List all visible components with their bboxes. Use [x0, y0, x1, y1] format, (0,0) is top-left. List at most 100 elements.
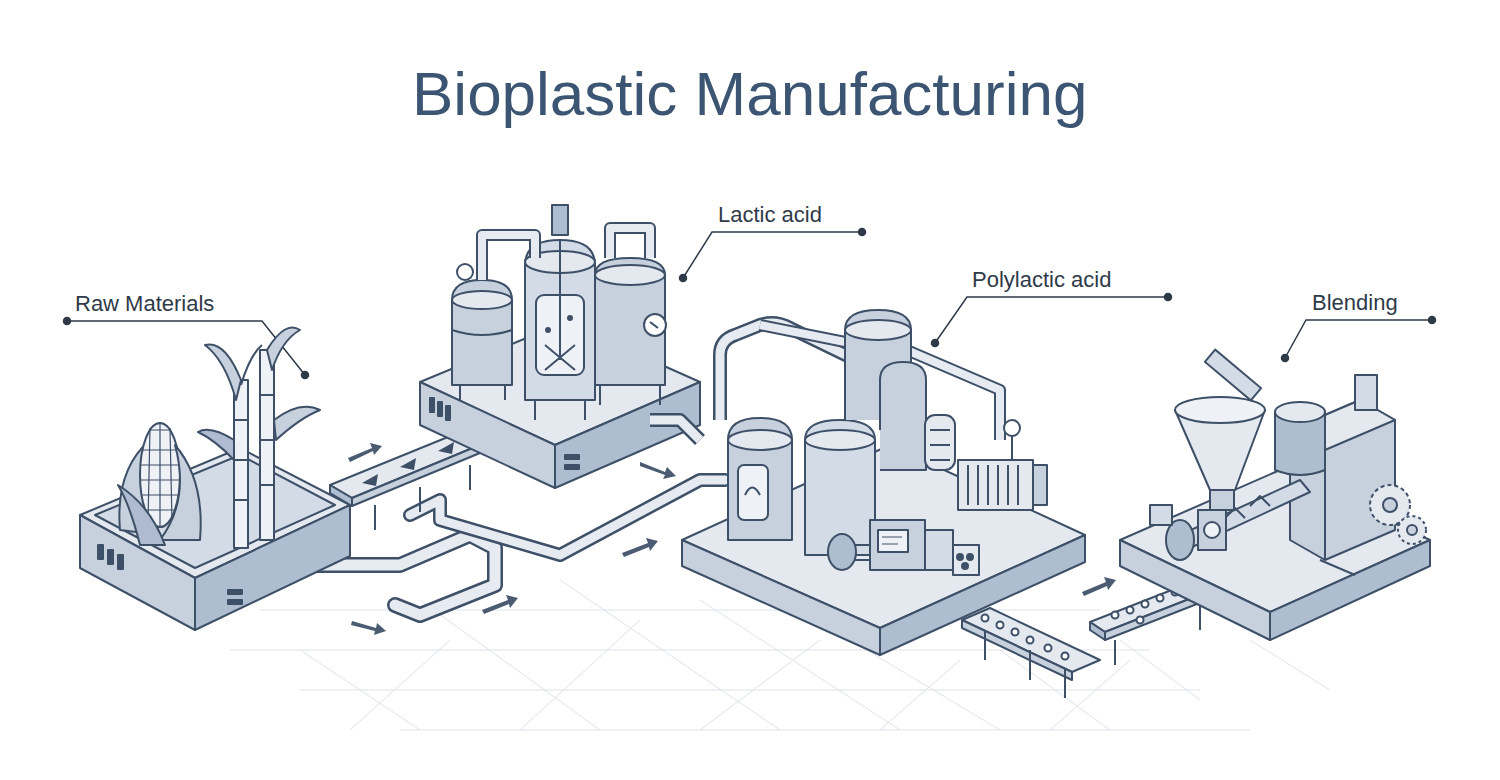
corn-icon: [118, 485, 165, 545]
fermentation-platform: [438, 402, 442, 416]
pellet-conveyor: [1157, 595, 1164, 602]
fermentation-tank: [460, 385, 505, 400]
sugarcane-icon: [260, 350, 274, 540]
reactor-vessel: [878, 530, 908, 552]
fermentation-tank: [644, 314, 666, 336]
extruder-machine: [1320, 560, 1355, 575]
pellet-conveyor: [1090, 622, 1105, 640]
extruder-machine: [1383, 498, 1397, 512]
extruder-machine: [1210, 490, 1234, 510]
leader-line: [1165, 294, 1172, 301]
extruder-machine: [1150, 505, 1172, 525]
reactor-vessel: [882, 537, 902, 544]
raw-material-bed: [228, 600, 242, 604]
flow-arrow: [348, 443, 1116, 635]
extruder-machine: [1275, 402, 1325, 422]
sugarcane-icon: [198, 328, 320, 549]
floor-grid: [230, 610, 1250, 730]
flow-arrow: [1082, 577, 1116, 596]
extruder-machine: [1205, 350, 1261, 401]
blending-platform: [1120, 470, 1430, 640]
leader-line: [1282, 355, 1289, 362]
flow-arrow: [482, 595, 518, 614]
reactor-vessel: [845, 320, 911, 340]
reactor-vessel: [962, 563, 968, 569]
blending-platform: [1120, 540, 1270, 640]
reactor-vessel: [958, 460, 1033, 510]
conveyor-belt: [400, 458, 416, 470]
fermentation-tank: [452, 280, 512, 385]
reactor-vessel: [805, 430, 875, 450]
pellet-conveyor: [1112, 612, 1119, 619]
reactor-vessel: [1033, 465, 1047, 505]
pellet-conveyor: [997, 622, 1004, 629]
reactor-vessel: [728, 418, 792, 540]
flow-arrow: [351, 621, 386, 635]
pellet-conveyor: [985, 630, 1065, 698]
conveyor-belt: [362, 474, 378, 486]
leader-line: [935, 297, 1168, 343]
raw-material-bed: [98, 545, 103, 559]
extruder-machine: [1150, 350, 1426, 575]
sugarcane-icon: [274, 407, 320, 440]
fermentation-tank: [525, 240, 595, 400]
fermentation-tank: [546, 328, 550, 332]
pellet-conveyor: [982, 615, 989, 622]
pellet-conveyor: [1062, 653, 1069, 660]
fermentation-platform: [565, 465, 579, 469]
floor-pipe: [410, 480, 725, 555]
corn-icon: [118, 423, 201, 545]
fermentation-tank: [650, 322, 658, 328]
fermentation-tank: [452, 205, 666, 420]
fermentation-tank: [600, 385, 660, 405]
flow-arrow: [348, 443, 382, 462]
reactor-vessel: [957, 554, 963, 560]
station-label: Polylactic acid: [972, 267, 1111, 293]
pellet-conveyor: [1137, 617, 1144, 624]
sugarcane-icon: [267, 328, 300, 371]
reactor-vessel: [925, 530, 953, 570]
leader-line: [683, 232, 862, 278]
sugarcane-icon: [241, 345, 262, 385]
conveyor-belt: [330, 485, 352, 506]
fermentation-platform: [446, 406, 450, 420]
process-pipe: [650, 420, 700, 440]
extruder-machine: [1204, 522, 1220, 538]
fermentation-tank: [595, 258, 665, 385]
flow-arrow: [640, 462, 676, 479]
sugarcane-icon: [234, 395, 274, 500]
reactor-vessel: [728, 310, 1047, 575]
fermentation-tank: [595, 265, 665, 285]
fermentation-tank: [552, 205, 568, 235]
station-label: Lactic acid: [718, 202, 822, 228]
floor-pipe: [410, 480, 725, 555]
fermentation-tank: [568, 316, 572, 320]
reactor-vessel: [1004, 420, 1020, 436]
raw-material-bed: [228, 590, 242, 594]
pellet-conveyor: [1142, 601, 1149, 608]
reactor-vessel: [728, 430, 792, 450]
pellet-conveyor: [1127, 607, 1134, 614]
leader-line: [1429, 317, 1436, 324]
flow-arrow: [622, 538, 658, 557]
diagram-title: Bioplastic Manufacturing: [412, 58, 1087, 129]
extruder-machine: [1407, 525, 1417, 535]
reactor-vessel: [967, 554, 973, 560]
reactor-vessel: [925, 415, 955, 470]
conveyor-belt: [438, 442, 454, 454]
extruder-machine: [1398, 516, 1426, 544]
station-label: Blending: [1312, 290, 1398, 316]
leader-line: [1285, 320, 1432, 358]
sugarcane-icon: [205, 344, 241, 400]
blending-platform: [1270, 540, 1430, 640]
extruder-machine: [1355, 375, 1377, 410]
extruder-machine: [1198, 510, 1226, 550]
fermentation-platform: [565, 455, 579, 459]
reactor-vessel: [1011, 435, 1013, 460]
pellet-conveyor: [1045, 645, 1052, 652]
fermentation-tank: [545, 240, 575, 370]
process-pipe: [482, 228, 650, 280]
reactor-vessel: [953, 545, 979, 575]
fermentation-tank: [452, 291, 512, 309]
leader-line: [932, 340, 939, 347]
